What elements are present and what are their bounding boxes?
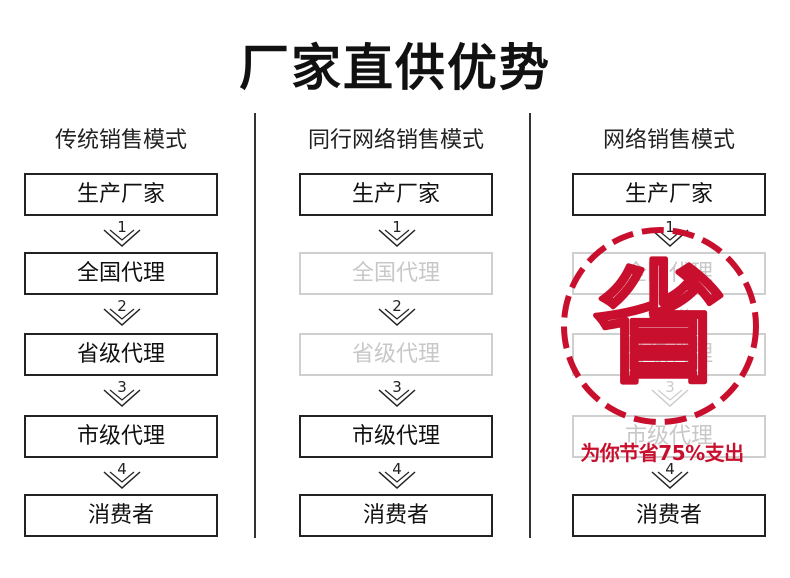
column-divider-left [254,113,256,538]
column-heading: 传统销售模式 [54,128,187,153]
chevron-down-icon [103,229,141,248]
chevron-down-icon [378,471,416,490]
step-number: 2 [665,297,675,315]
step-arrow: 3 [377,378,417,412]
step-arrow: 1 [102,218,142,252]
chevron-down-icon [103,389,141,408]
step-arrow: 1 [377,218,417,252]
step-number: 2 [392,297,402,315]
step-number: 2 [117,297,127,315]
box-manufacturer: 生产厂家 [24,173,218,216]
box-city-agent: 市级代理 [572,415,766,458]
step-arrow: 2 [650,297,690,331]
step-arrow: 2 [377,297,417,331]
step-number: 3 [392,378,402,396]
chevron-down-icon [103,308,141,327]
step-number: 4 [117,460,127,478]
box-national-agent: 全国代理 [24,252,218,295]
column-heading: 同行网络销售模式 [307,128,484,153]
step-number: 1 [392,218,402,236]
chevron-down-icon [651,389,689,408]
box-national-agent: 全国代理 [299,252,493,295]
column-traditional: 传统销售模式 生产厂家 1 全国代理 2 省级代理 3 市级代理 4 消费者 [24,0,218,578]
step-arrow: 2 [102,297,142,331]
chevron-down-icon [651,308,689,327]
box-city-agent: 市级代理 [24,415,218,458]
step-number: 4 [392,460,402,478]
box-consumer: 消费者 [24,494,218,537]
step-arrow: 4 [102,460,142,494]
step-number: 4 [665,460,675,478]
column-peer-online: 同行网络销售模式 生产厂家 1 全国代理 2 省级代理 3 市级代理 4 消费者 [299,0,493,578]
step-arrow: 3 [102,378,142,412]
column-divider-right [529,113,531,538]
column-direct-online: 网络销售模式 生产厂家 1 全国代理 2 省级代理 3 市级代理 4 消费者 [572,0,766,578]
box-consumer: 消费者 [572,494,766,537]
box-national-agent: 全国代理 [572,252,766,295]
step-arrow: 4 [650,460,690,494]
chevron-down-icon [378,389,416,408]
chevron-down-icon [378,308,416,327]
stamp-dashed-ring [561,227,759,425]
box-city-agent: 市级代理 [299,415,493,458]
box-manufacturer: 生产厂家 [299,173,493,216]
step-arrow: 3 [650,378,690,412]
page-title: 厂家直供优势 [239,38,551,97]
step-number: 3 [665,378,675,396]
chevron-down-icon [103,471,141,490]
step-number: 1 [117,218,127,236]
box-provincial-agent: 省级代理 [299,333,493,376]
chevron-down-icon [651,471,689,490]
stamp-caption: 为你节省75%支出 [580,441,744,465]
stamp-glyph: 省 [595,249,725,401]
box-consumer: 消费者 [299,494,493,537]
savings-stamp: 省 [561,227,759,425]
chevron-down-icon [378,229,416,248]
box-provincial-agent: 省级代理 [24,333,218,376]
step-arrow: 4 [377,460,417,494]
box-provincial-agent: 省级代理 [572,333,766,376]
step-number: 1 [665,218,675,236]
box-manufacturer: 生产厂家 [572,173,766,216]
step-number: 3 [117,378,127,396]
column-heading: 网络销售模式 [602,128,735,153]
